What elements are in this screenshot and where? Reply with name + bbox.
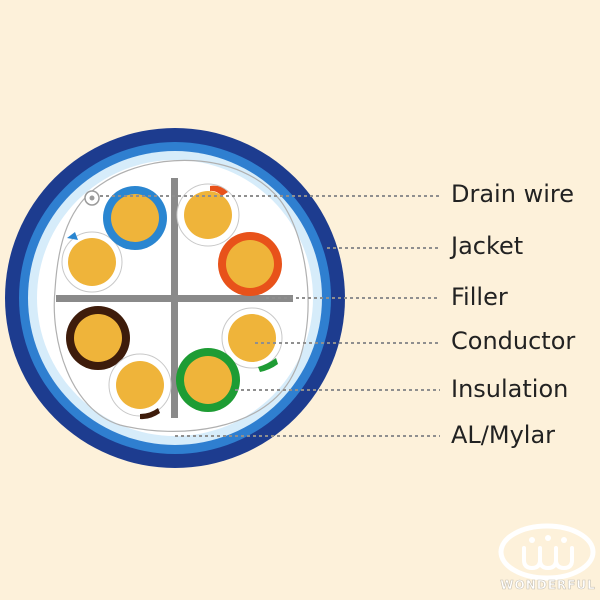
label-insulation: Insulation bbox=[451, 375, 569, 403]
wire-blue-conductor bbox=[111, 194, 159, 242]
wire-white-green-conductor bbox=[228, 314, 276, 362]
wire-brown-stripe-mark bbox=[140, 408, 160, 420]
wire-orange-conductor bbox=[226, 240, 274, 288]
mylar-outline bbox=[53, 159, 309, 432]
watermark-logo bbox=[498, 523, 596, 581]
wire-green-conductor bbox=[184, 356, 232, 404]
wire-white-orange-conductor bbox=[184, 191, 232, 239]
wire-blue-stripe-mark bbox=[67, 232, 78, 240]
watermark-logo-text: WONDERFUL bbox=[500, 578, 596, 593]
label-filler: Filler bbox=[451, 283, 508, 311]
label-jacket: Jacket bbox=[451, 232, 524, 260]
wire-orange-stripe-mark bbox=[210, 185, 228, 196]
wire-brown-conductor bbox=[74, 314, 122, 362]
filler-horizontal bbox=[56, 295, 293, 302]
logo-dots bbox=[529, 535, 567, 543]
wire-white-brown-conductor bbox=[116, 361, 164, 409]
label-conductor: Conductor bbox=[451, 327, 576, 355]
leader-lines bbox=[100, 195, 440, 437]
label-drain-wire: Drain wire bbox=[451, 180, 574, 208]
wire-white-conductor bbox=[68, 238, 116, 286]
logo-ring bbox=[498, 523, 596, 581]
drain-wire-core bbox=[89, 195, 95, 201]
label-mylar: AL/Mylar bbox=[451, 421, 556, 449]
wire-green-stripe-mark bbox=[258, 358, 278, 372]
logo-marks bbox=[522, 546, 574, 571]
